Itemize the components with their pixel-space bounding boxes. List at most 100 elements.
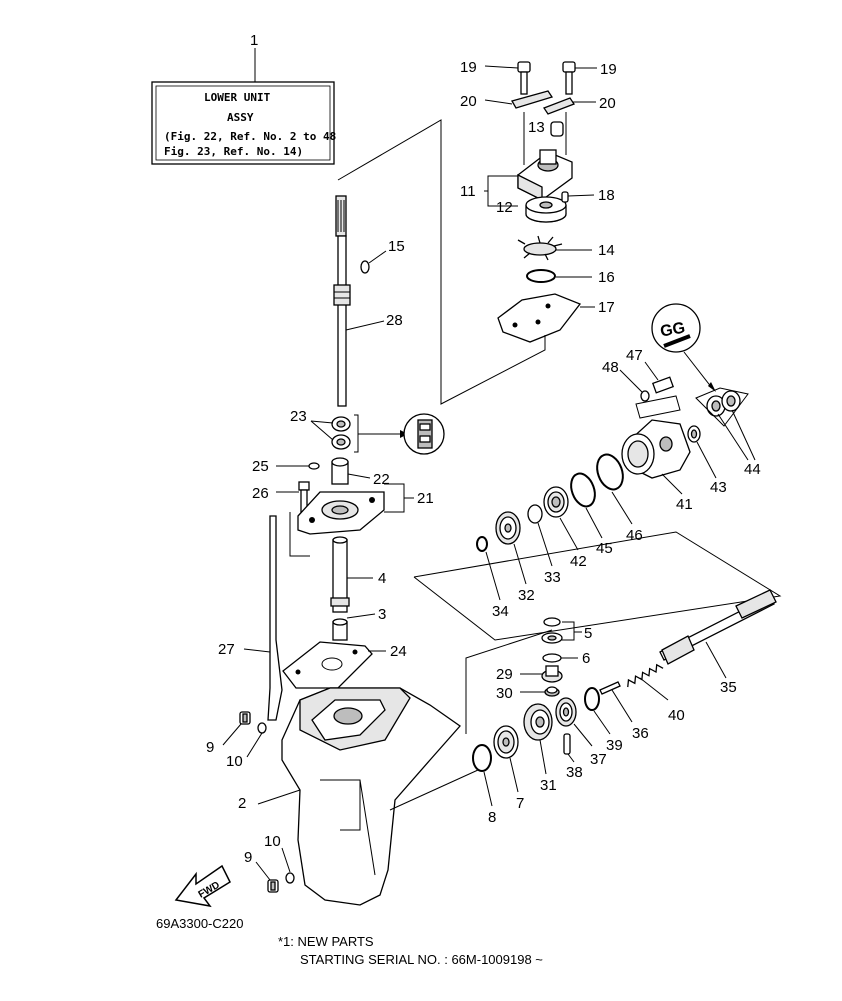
lower-case-2 xyxy=(281,687,461,906)
callout-27: 27 xyxy=(218,641,235,658)
callout-1: 1 xyxy=(250,32,258,49)
propeller-shaft-35 xyxy=(659,589,777,665)
oil-seal-44-b xyxy=(721,390,741,412)
callout-33: 33 xyxy=(544,569,561,586)
callout-23: 23 xyxy=(290,408,307,425)
callout-19-right: 19 xyxy=(600,61,617,78)
callout-26: 26 xyxy=(252,485,269,502)
callout-43: 43 xyxy=(710,479,727,496)
bearing-23-upper xyxy=(331,416,351,432)
footnote-new-parts: *1: NEW PARTS xyxy=(278,934,374,949)
callout-12: 12 xyxy=(496,199,513,216)
needle-bearing-43 xyxy=(687,425,701,443)
reverse-gear-32 xyxy=(495,511,521,545)
callout-7: 7 xyxy=(516,795,524,812)
callout-48: 48 xyxy=(602,359,619,376)
callout-20-right: 20 xyxy=(599,95,616,112)
assembly-fig-ref-1: (Fig. 22, Ref. No. 2 to 48 xyxy=(164,130,336,143)
bearing-housing-21 xyxy=(297,491,385,535)
callout-36: 36 xyxy=(632,725,649,742)
callout-38: 38 xyxy=(566,764,583,781)
tapered-roller-bearing-7 xyxy=(493,725,519,759)
callout-24: 24 xyxy=(390,643,407,660)
callout-42: 42 xyxy=(570,553,587,570)
callout-14: 14 xyxy=(598,242,615,259)
callout-20-left: 20 xyxy=(460,93,477,110)
impeller-14 xyxy=(517,235,563,261)
bearing-23-lower xyxy=(331,434,351,450)
o-ring-25 xyxy=(308,462,320,470)
callout-32: 32 xyxy=(518,587,535,604)
callout-34: 34 xyxy=(492,603,509,620)
grommet-3 xyxy=(332,618,348,641)
propeller-shaft-housing-group: GG 47 48 44 xyxy=(413,303,782,641)
water-pump-group: 19 19 20 20 13 11 12 xyxy=(337,59,617,405)
callout-37: 37 xyxy=(590,751,607,768)
callout-5: 5 xyxy=(584,625,592,642)
dog-clutch-37 xyxy=(555,697,577,727)
bolt-47 xyxy=(651,376,675,394)
pin-36 xyxy=(599,681,621,695)
callout-18: 18 xyxy=(598,187,615,204)
drive-shaft-group: 28 15 23 22 xyxy=(218,195,445,721)
assembly-reference-box: 1 LOWER UNIT ASSY (Fig. 22, Ref. No. 2 t… xyxy=(151,32,336,165)
callout-4: 4 xyxy=(378,570,386,587)
washer-48 xyxy=(640,390,650,402)
oil-seal-44-a xyxy=(706,395,726,417)
drive-shaft-28 xyxy=(337,235,347,407)
grommet-13 xyxy=(550,121,564,137)
callout-2: 2 xyxy=(238,795,246,812)
spring-40 xyxy=(627,663,664,688)
callout-21: 21 xyxy=(417,490,434,507)
pinion-group: 5 6 29 30 35 40 xyxy=(389,589,777,826)
propeller-shaft-housing-41 xyxy=(621,419,691,479)
callout-39: 39 xyxy=(606,737,623,754)
callout-22: 22 xyxy=(373,471,390,488)
callout-47: 47 xyxy=(626,347,643,364)
pump-housing-11 xyxy=(517,112,573,202)
callout-31: 31 xyxy=(540,777,557,794)
callout-41: 41 xyxy=(676,496,693,513)
callout-9-upper: 9 xyxy=(206,739,214,756)
plate-20-right xyxy=(543,97,575,115)
grease-magnifier-bearing xyxy=(403,413,445,455)
pin-18 xyxy=(561,191,569,203)
water-tube-4 xyxy=(330,536,350,613)
callout-19-left: 19 xyxy=(460,59,477,76)
callout-25: 25 xyxy=(252,458,269,475)
pin-38 xyxy=(563,733,571,755)
assembly-subtitle: ASSY xyxy=(227,111,254,124)
callout-8: 8 xyxy=(488,809,496,826)
assembly-fig-ref-2: Fig. 23, Ref. No. 14) xyxy=(164,145,303,158)
callout-29: 29 xyxy=(496,666,513,683)
callout-35: 35 xyxy=(720,679,737,696)
bolt-19-right xyxy=(562,61,576,95)
o-ring-45 xyxy=(570,472,596,508)
callout-44: 44 xyxy=(744,461,761,478)
callout-45: 45 xyxy=(596,540,613,557)
washer-39 xyxy=(584,687,600,711)
washer-10-lower xyxy=(285,872,295,884)
o-ring-46 xyxy=(596,453,624,491)
callout-46: 46 xyxy=(626,527,643,544)
callout-15: 15 xyxy=(388,238,405,255)
callout-28: 28 xyxy=(386,312,403,329)
callout-13: 13 xyxy=(528,119,545,136)
key-15 xyxy=(360,260,370,274)
shim-8 xyxy=(472,744,492,772)
shim-6 xyxy=(542,653,562,663)
callout-17: 17 xyxy=(598,299,615,316)
diagram-code: 69A3300-C220 xyxy=(156,916,244,931)
outer-plate-17 xyxy=(497,293,582,343)
callout-10-lower: 10 xyxy=(264,833,281,850)
grease-magnifier-seal: GG xyxy=(651,303,701,353)
o-ring-16 xyxy=(526,269,556,283)
plate-20-left xyxy=(511,90,554,109)
callout-6: 6 xyxy=(582,650,590,667)
callout-9-lower: 9 xyxy=(244,849,252,866)
circlip-34 xyxy=(476,536,488,552)
insert-cartridge-12 xyxy=(525,196,567,223)
tapered-bearing-5 xyxy=(541,617,563,644)
ball-bearing-42 xyxy=(543,486,569,518)
